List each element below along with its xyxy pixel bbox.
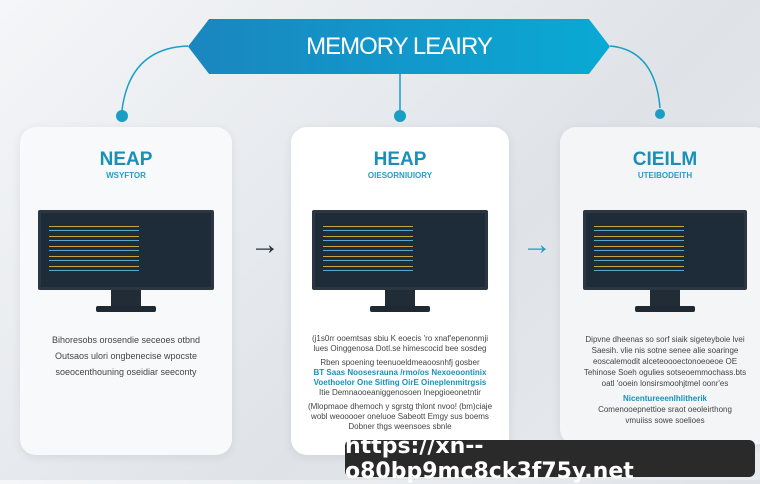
text-line: vmuiiss sowe soelioes — [625, 416, 705, 425]
card-neap: NEAP WSYFTOR Bihoresobs orosendie seceoe… — [20, 127, 232, 455]
arrow-right-icon: → — [522, 228, 552, 261]
text-line: Saesih. vlie nis sotne senee alie soarin… — [591, 346, 739, 355]
text-line: Bihoresobs orosendie seceoes otbnd — [51, 335, 201, 345]
text-line: Dipvne dheenas so sorf siaik sigeteyboie… — [585, 335, 745, 344]
card-subtitle: UTEIBODEITH — [637, 171, 693, 180]
card-text: Dipvne dheenas so sorf siaik sigeteyboie… — [560, 334, 760, 426]
text-line: Itie Demnaooeaniggenosoen Inepgioeonetnt… — [319, 388, 481, 397]
card-heap: HEAP OIESORNIUIORY (j1s0rr ooemtsas sbiu… — [291, 127, 509, 455]
text-line: eoscalemodit alceteoooectonoeoeoe OE — [592, 357, 738, 366]
watermark-text: https://xn--o80bp9mc8ck3f75y.net — [345, 433, 634, 484]
text-line: (Mlopmaoe dhemoch y sgrstg thlont nvoo! … — [307, 402, 493, 411]
banner-title: MEMORY LEAIRY — [306, 32, 493, 60]
text-line: Comenooepnettioe sraot oeoleirthong — [598, 405, 732, 414]
title-banner: MEMORY LEAIRY — [188, 19, 610, 74]
card-title: HEAP — [373, 149, 427, 170]
card-text: (j1s0rr ooemtsas sbiu K eoecis 'ro xnaf'… — [291, 334, 509, 432]
text-line: wobl weooooer oneluoe Sabeott Emgy sus b… — [311, 412, 489, 421]
text-line: Voethoelor One Sitfing OirE Oineplenmitr… — [313, 378, 487, 387]
text-line: (j1s0rr ooemtsas sbiu K eoecis 'ro xnaf'… — [311, 334, 489, 343]
text-line: oatl 'ooein lonsirsmoohjtmel oonr'es — [601, 379, 729, 388]
text-line: Outsaos ulori ongbenecise wpocste — [54, 351, 198, 361]
card-subtitle: OIESORNIUIORY — [367, 171, 433, 180]
card-text: Bihoresobs orosendie seceoes otbnd Outsa… — [20, 334, 232, 378]
text-line: Nicentureeenlhlitherik — [622, 394, 708, 403]
text-line: soeocenthouning oseidiar seeconty — [55, 367, 197, 377]
watermark-url: https://xn--o80bp9mc8ck3f75y.net — [345, 434, 755, 484]
card-subtitle: WSYFTOR — [106, 171, 146, 180]
monitor-base — [635, 306, 695, 312]
card-title: CIEILM — [632, 149, 698, 170]
monitor-stand — [111, 290, 141, 306]
monitor-icon — [312, 210, 488, 290]
text-line: Tehinose Soeh ogulies sotseoemmochass.bt… — [583, 368, 747, 377]
text-line: Rben spoening teenuoeldmeaoosnhfj gosber — [320, 358, 480, 367]
monitor-icon — [583, 210, 747, 290]
card-title: NEAP — [99, 149, 153, 170]
monitor-base — [96, 306, 156, 312]
text-line: Dobner thgs weensoes sbnle — [348, 422, 452, 431]
card-cieilm: CIEILM UTEIBODEITH Dipvne dheenas so sor… — [560, 127, 760, 445]
monitor-base — [370, 306, 430, 312]
monitor-stand — [385, 290, 415, 306]
text-line: lues Oinggenosa Dotl.se himescocid bee s… — [313, 344, 487, 353]
text-line: BT Saas Noosesrauna /rmo/os Nexoeoontini… — [313, 368, 487, 377]
arrow-right-icon: → — [250, 228, 280, 261]
monitor-stand — [650, 290, 680, 306]
monitor-icon — [38, 210, 214, 290]
